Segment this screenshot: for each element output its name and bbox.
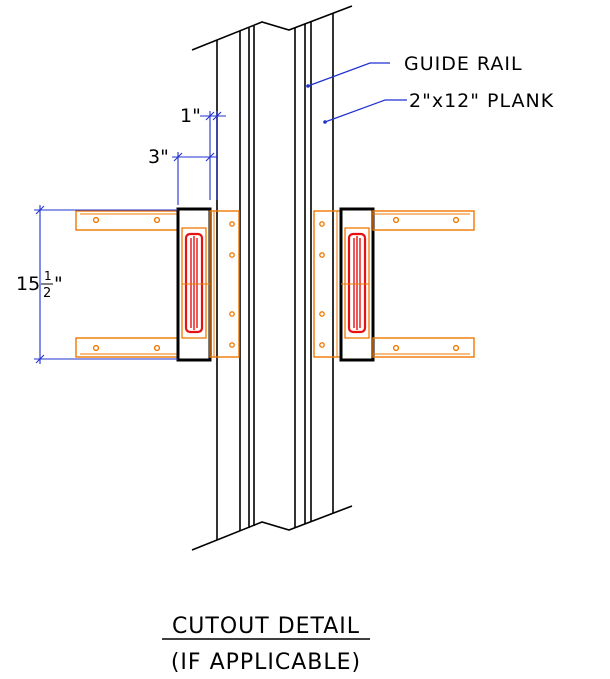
title-line-2: (IF APPLICABLE) xyxy=(171,650,361,675)
left-lower-arm-bolt-2 xyxy=(153,344,161,352)
left-plate-bolt-2 xyxy=(229,252,235,258)
left-roller xyxy=(184,232,204,334)
right-lower-arm-bolt-2 xyxy=(452,344,460,352)
left-bracket-assembly xyxy=(75,207,240,362)
dim-1in-tick-right xyxy=(212,111,222,121)
dim-height-unit: " xyxy=(54,273,63,295)
plank-leader-dot xyxy=(323,120,327,124)
right-plate-bolt-4 xyxy=(319,342,325,348)
plank-leader xyxy=(324,99,407,123)
left-lower-arm-bolt-1 xyxy=(92,344,100,352)
guide-rail-leader xyxy=(307,62,390,87)
right-inner-frame xyxy=(344,227,370,339)
guide-rail-column xyxy=(191,5,353,551)
dim-height-numerator: 1 xyxy=(44,269,52,283)
guide-rail-leader-dot xyxy=(306,84,310,88)
right-plate-bolt-1 xyxy=(319,221,325,227)
plank-label: 2"x12" PLANK xyxy=(409,90,554,112)
leaders xyxy=(306,62,407,124)
dim-1in-label: 1" xyxy=(180,105,201,127)
right-plate-bolt-3 xyxy=(319,311,325,317)
left-plate-bolt-3 xyxy=(229,311,235,317)
right-upper-arm-bolt-1 xyxy=(392,216,400,224)
dim-1in-tick-left xyxy=(205,111,215,121)
dim-height-denominator: 2 xyxy=(43,286,51,301)
dim-3in-tick-left xyxy=(173,152,183,162)
left-upper-arm-bolt-2 xyxy=(153,216,161,224)
dim-height-whole: 15 xyxy=(16,273,40,295)
left-plate-bolt-1 xyxy=(229,221,235,227)
right-lower-arm xyxy=(372,337,475,358)
left-inner-frame xyxy=(181,227,207,339)
right-roller xyxy=(347,232,367,334)
right-upper-arm xyxy=(372,210,475,231)
dim-height-tick-top xyxy=(35,205,45,215)
left-upper-arm-bolt-1 xyxy=(92,216,100,224)
dim-height-label: 15 1 2 " xyxy=(16,269,63,301)
left-plate-bolt-4 xyxy=(229,342,235,348)
right-lower-arm-bolt-1 xyxy=(392,344,400,352)
title-line-1: CUTOUT DETAIL xyxy=(172,614,360,639)
right-bracket-assembly xyxy=(313,207,475,362)
top-break-line xyxy=(191,5,353,51)
dim-height-tick-bottom xyxy=(35,354,45,364)
guide-rail-label: GUIDE RAIL xyxy=(404,53,523,75)
bottom-break-line xyxy=(191,505,353,551)
right-plate-bolt-2 xyxy=(319,252,325,258)
dim-3in-tick-right xyxy=(205,152,215,162)
dimensions xyxy=(34,111,226,364)
dim-3in-label: 3" xyxy=(148,146,169,168)
right-upper-arm-bolt-2 xyxy=(452,216,460,224)
